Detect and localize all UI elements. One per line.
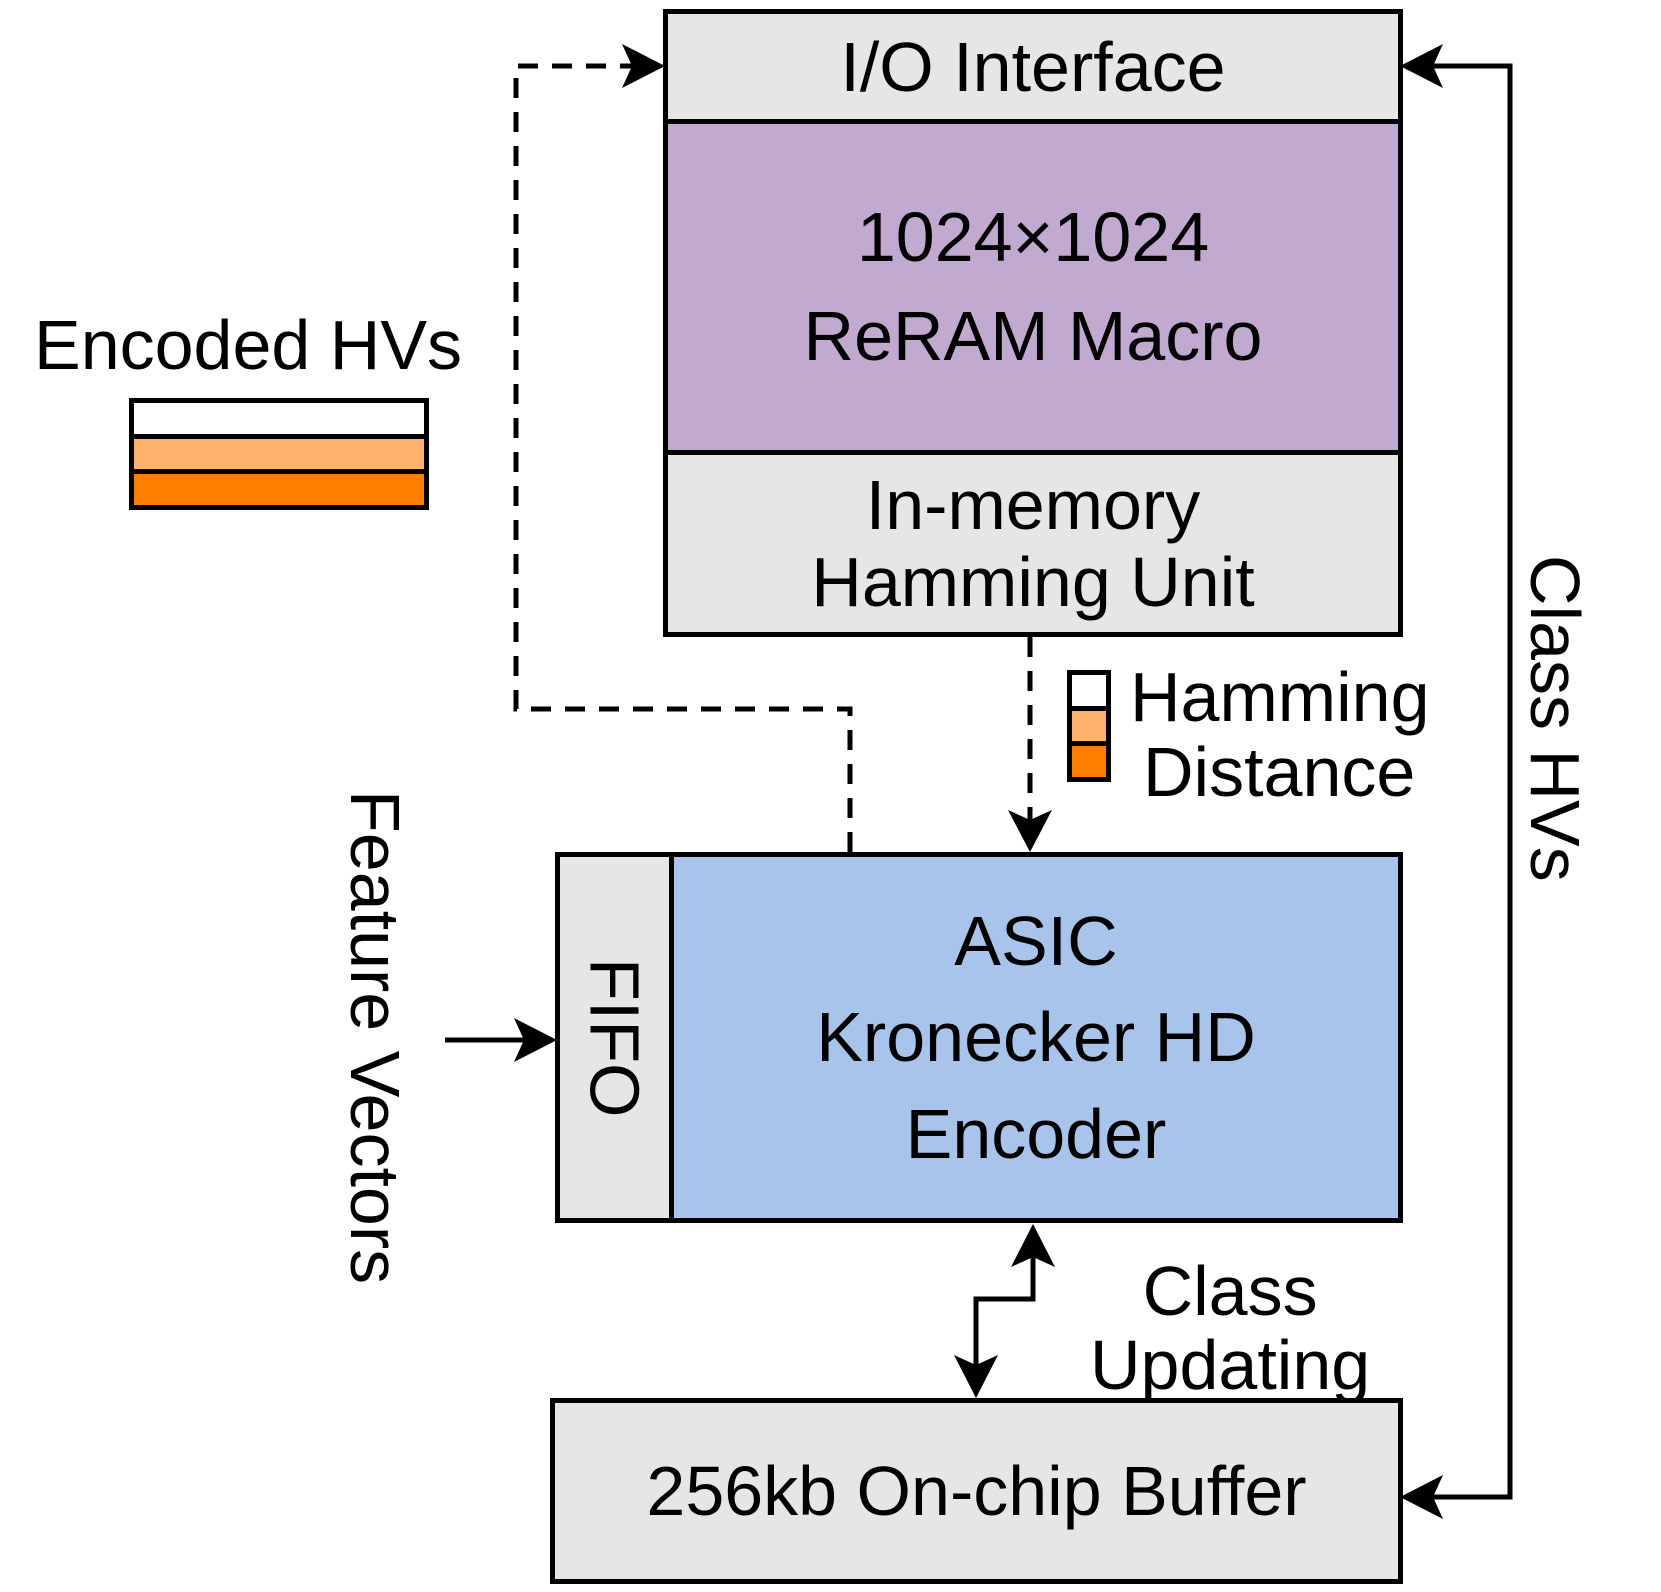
- hd-row-white: [1072, 675, 1106, 706]
- io-interface-block: I/O Interface: [663, 9, 1403, 124]
- class-updating-label-line2: Updating: [1090, 1325, 1371, 1404]
- fifo-block: FIFO: [555, 852, 674, 1223]
- class-updating-connector: [954, 1224, 1055, 1398]
- hv-row-orange: [134, 469, 424, 506]
- feature-vectors-label: Feature Vectors: [336, 790, 414, 1285]
- encoded-hvs-label: Encoded HVs: [34, 306, 463, 384]
- fifo-label: FIFO: [575, 957, 654, 1118]
- class-updating-label-line1: Class: [1142, 1252, 1318, 1330]
- kronecker-encoder-block: ASIC Kronecker HD Encoder: [669, 852, 1403, 1223]
- hamming-distance-label-line1: Hamming: [1130, 658, 1430, 736]
- reram-macro-label: ReRAM Macro: [803, 297, 1263, 375]
- encoded-hvs-stack: [129, 398, 429, 510]
- class-hvs-label: Class HVs: [1516, 555, 1594, 882]
- encoded-hv-dashed-connector: [513, 44, 853, 852]
- hamming-unit-block: In-memory Hamming Unit: [663, 450, 1403, 637]
- reram-size-label: 1024×1024: [856, 197, 1210, 276]
- onchip-buffer-label: 256kb On-chip Buffer: [646, 1452, 1307, 1530]
- io-interface-label: I/O Interface: [840, 27, 1226, 106]
- hamming-distance-stack: [1067, 670, 1111, 782]
- reram-macro-block: 1024×1024 ReRAM Macro: [663, 119, 1403, 455]
- hamming-distance-dashed-connector: [1008, 637, 1052, 852]
- onchip-buffer-block: 256kb On-chip Buffer: [550, 1398, 1403, 1584]
- hamming-unit-label-line1: In-memory: [865, 465, 1201, 544]
- hd-row-light-orange: [1072, 705, 1106, 742]
- encoder-label-line2: Kronecker HD: [816, 998, 1256, 1077]
- hd-row-orange: [1072, 741, 1106, 778]
- encoder-label-line1: ASIC: [954, 901, 1118, 980]
- hamming-unit-label-line2: Hamming Unit: [811, 542, 1255, 621]
- hamming-distance-label-line2: Distance: [1143, 733, 1416, 811]
- class-hvs-connector: [1400, 44, 1513, 1519]
- feature-vectors-arrow: [445, 1018, 557, 1062]
- encoder-label-line3: Encoder: [905, 1094, 1167, 1173]
- class-updating-label: Class Updating: [1090, 1252, 1371, 1404]
- hv-row-light-orange: [134, 433, 424, 470]
- hv-row-white: [134, 403, 424, 434]
